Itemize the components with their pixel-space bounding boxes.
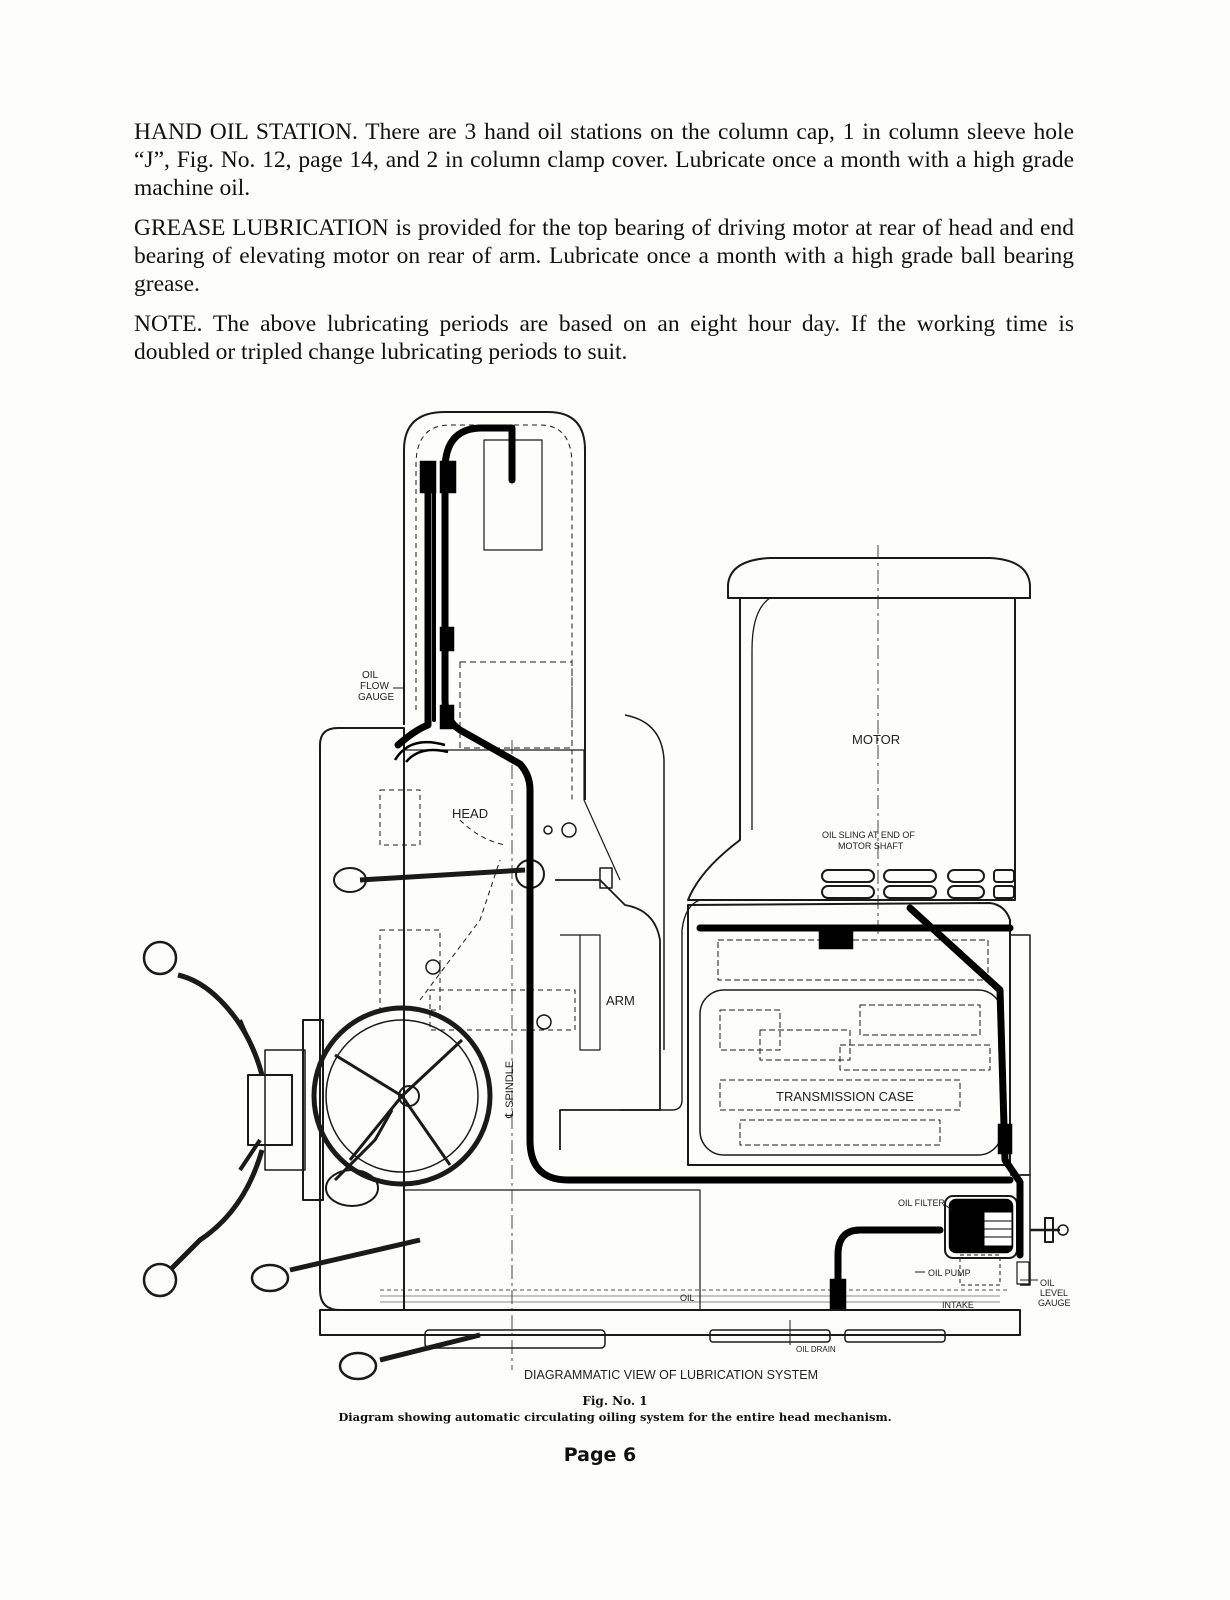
spindle-label: ℄ SPINDLE bbox=[504, 1061, 516, 1119]
motor-cap bbox=[727, 557, 1031, 599]
figure-caption: Diagram showing automatic circulating oi… bbox=[338, 1410, 892, 1424]
oil-label: OIL bbox=[680, 1293, 695, 1303]
transmission-case bbox=[687, 902, 1011, 1166]
figure-number: Fig. No. 1 bbox=[582, 1394, 648, 1408]
oil-sling-label: OIL SLING AT END OF MOTOR SHAFT bbox=[822, 830, 917, 851]
pilot-wheel bbox=[311, 1005, 493, 1187]
oil-line-column-down bbox=[394, 466, 432, 749]
arm-label: ARM bbox=[606, 993, 635, 1008]
column-inner bbox=[415, 424, 573, 800]
oil-filter-label: OIL FILTER bbox=[898, 1198, 946, 1208]
oil-drain-label: OIL DRAIN bbox=[796, 1345, 836, 1354]
arm-housing bbox=[555, 879, 661, 1150]
motor-label: MOTOR bbox=[852, 732, 900, 747]
head-lower-body bbox=[319, 1309, 1021, 1336]
head-label: HEAD bbox=[452, 806, 488, 821]
oil-pump-label: OIL PUMP bbox=[928, 1268, 971, 1278]
oil-line-main-return bbox=[441, 424, 1014, 1184]
diagram-view-title: DIAGRAMMATIC VIEW OF LUBRICATION SYSTEM bbox=[524, 1368, 818, 1382]
motor-body bbox=[687, 598, 1016, 901]
oil-level-gauge-label: OIL LEVEL GAUGE bbox=[1038, 1278, 1071, 1308]
column-outline bbox=[403, 411, 586, 800]
oil-line-intake bbox=[834, 1226, 944, 1304]
transmission-case-label: TRANSMISSION CASE bbox=[776, 1089, 914, 1104]
grease-lubrication-paragraph: GREASE LUBRICATION is provided for the t… bbox=[134, 215, 1074, 297]
intake-label: INTAKE bbox=[942, 1300, 974, 1310]
lubrication-system-diagram: OIL FLOW GAUGE MOTOR OIL SLING AT END OF… bbox=[142, 411, 1071, 1382]
oil-line-sling bbox=[906, 904, 1024, 1259]
page-number: Page 6 bbox=[563, 1444, 637, 1466]
oil-flow-gauge-label: OIL FLOW GAUGE bbox=[358, 670, 394, 703]
hand-oil-station-paragraph: HAND OIL STATION. There are 3 hand oil s… bbox=[134, 119, 1074, 201]
note-paragraph: NOTE. The above lubricating periods are … bbox=[134, 311, 1074, 365]
